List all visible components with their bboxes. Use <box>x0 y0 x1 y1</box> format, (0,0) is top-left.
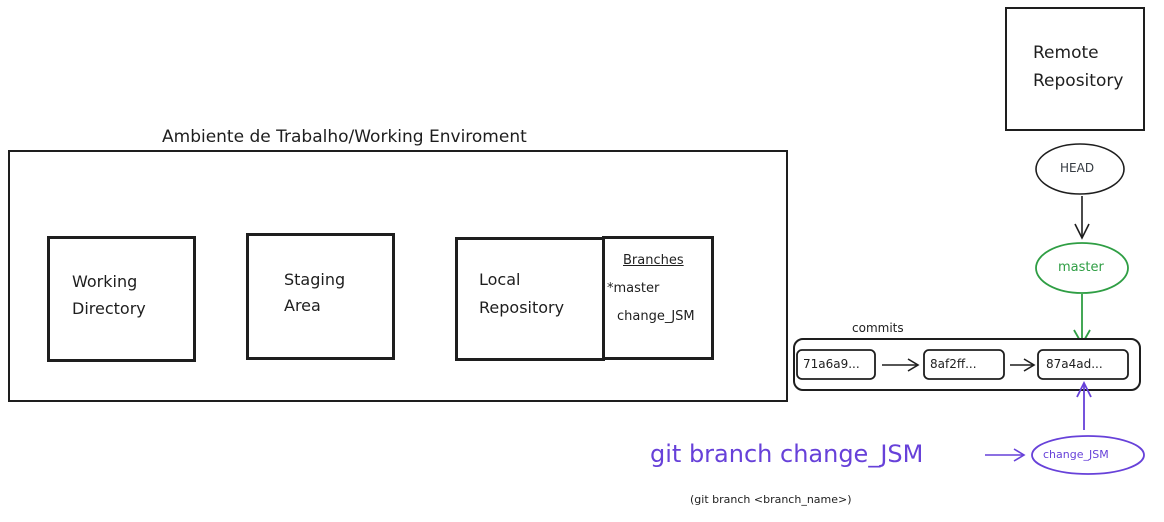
commit-2-to-3-arrow <box>1010 358 1036 372</box>
staging-area-line1: Staging <box>284 270 346 289</box>
remote-repository-label-line1: Remote <box>1033 43 1099 63</box>
head-pointer-shape <box>1035 143 1125 195</box>
master-pointer-shape <box>1035 242 1129 294</box>
branches-panel: Branches *master change_JSM <box>602 236 714 360</box>
commit-1-to-2-arrow <box>882 358 920 372</box>
commit-hash-1: 71a6a9... <box>803 357 860 371</box>
branch-item-master: *master <box>607 281 660 296</box>
master-to-commit-arrow <box>1073 294 1091 346</box>
working-directory-box: Working Directory <box>47 236 196 362</box>
master-pointer-label: master <box>1058 260 1104 275</box>
environment-title: Ambiente de Trabalho/Working Enviroment <box>162 127 527 147</box>
git-branch-syntax: (git branch <branch_name>) <box>690 493 852 506</box>
command-to-branch-arrow <box>985 448 1026 462</box>
commit-box-3 <box>1037 349 1129 380</box>
local-repository-line2: Repository <box>479 298 565 317</box>
branches-title: Branches <box>623 253 684 268</box>
remote-repository-box: Remote Repository <box>1005 7 1145 131</box>
head-pointer-label: HEAD <box>1060 161 1095 175</box>
change-jsm-to-commit-arrow <box>1076 380 1092 430</box>
commit-hash-3: 87a4ad... <box>1046 357 1103 371</box>
commit-hash-2: 8af2ff... <box>930 357 977 371</box>
local-repository-line1: Local <box>479 270 521 289</box>
staging-area-line2: Area <box>284 296 321 315</box>
commit-box-2 <box>923 349 1005 380</box>
working-directory-line1: Working <box>72 272 138 291</box>
staging-area-box: Staging Area <box>246 233 395 360</box>
change-jsm-pointer-label: change_JSM <box>1043 448 1109 461</box>
remote-repository-label-line2: Repository <box>1033 71 1124 91</box>
change-jsm-pointer-shape <box>1031 435 1145 475</box>
git-branch-command: git branch change_JSM <box>650 440 924 468</box>
branch-item-change-jsm: change_JSM <box>617 309 695 324</box>
commit-box-1 <box>796 349 876 380</box>
commits-label: commits <box>852 321 904 335</box>
head-to-master-arrow <box>1074 196 1090 240</box>
working-directory-line2: Directory <box>72 299 146 318</box>
